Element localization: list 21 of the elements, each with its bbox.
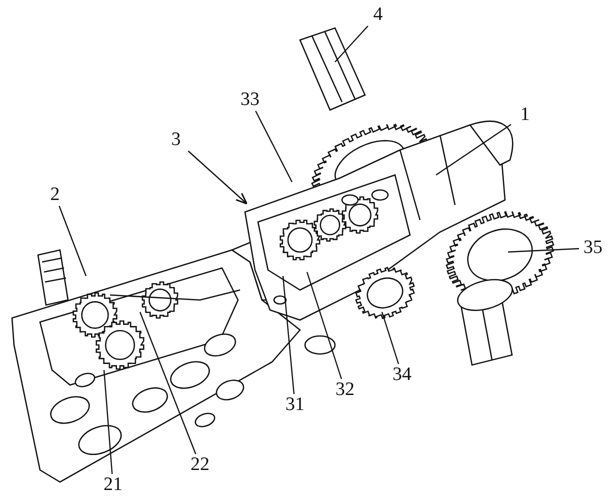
leader-line	[381, 312, 400, 364]
callout-number: 35	[580, 238, 606, 258]
leader-line	[139, 312, 196, 454]
leader-line	[306, 272, 342, 380]
leader-line	[334, 26, 368, 62]
leader-line	[508, 248, 580, 253]
leader-line	[282, 276, 295, 394]
leader-line	[188, 150, 248, 204]
callout-number: 33	[237, 90, 263, 110]
callout-number: 22	[187, 455, 213, 475]
callout-number: 4	[365, 5, 391, 25]
leader-line	[255, 110, 293, 182]
callout-number: 3	[163, 130, 189, 150]
callout-number: 2	[42, 185, 68, 205]
leader-line	[58, 206, 87, 276]
callout-number: 1	[512, 105, 538, 125]
callout-number: 34	[389, 365, 415, 385]
leader-line	[103, 370, 113, 474]
callout-number: 31	[282, 395, 308, 415]
callout-number: 32	[332, 380, 358, 400]
callout-number: 21	[100, 475, 126, 495]
